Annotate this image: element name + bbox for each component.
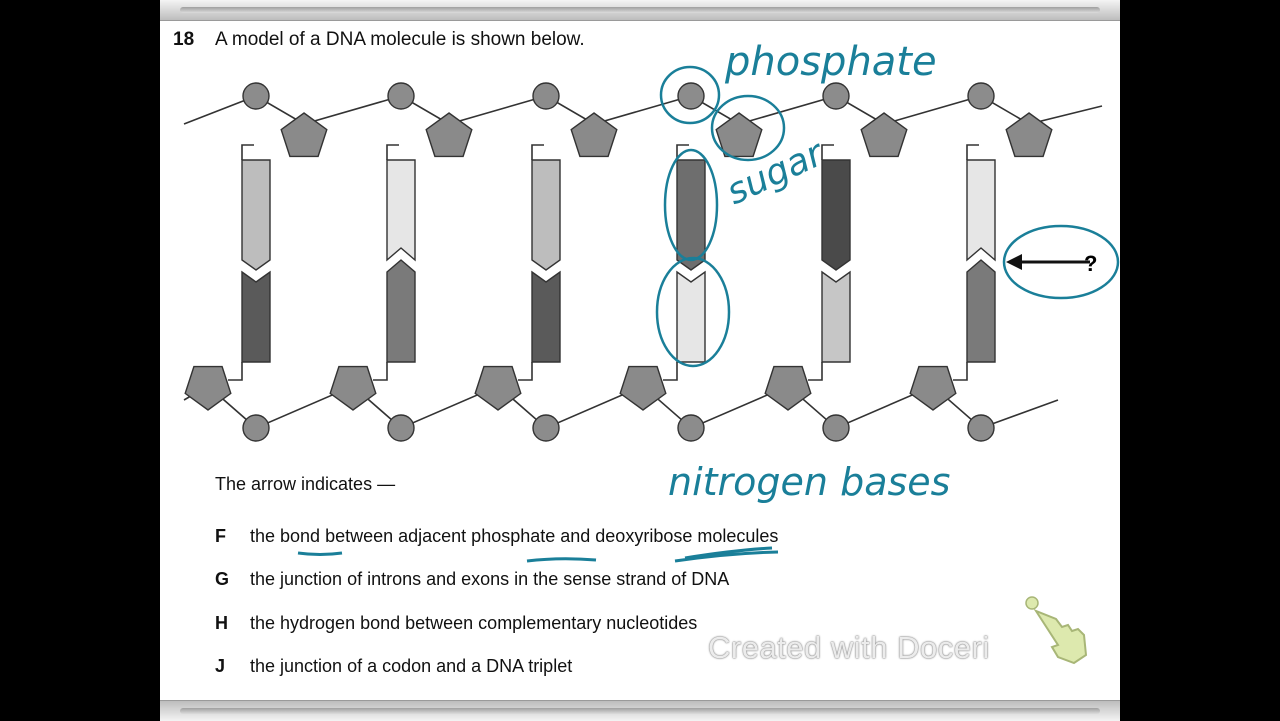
underline-bond: [298, 553, 342, 555]
phosphate-top-5: [823, 83, 849, 109]
sugar-linker: [532, 145, 544, 160]
phosphate-top-6: [968, 83, 994, 109]
option-letter: J: [215, 656, 250, 677]
base-top-2: [387, 160, 415, 260]
dna-diagram: ? phosphate sugar nitrogen bases: [160, 0, 1120, 720]
worksheet-page: 18 A model of a DNA molecule is shown be…: [160, 0, 1120, 720]
phosphate-bottom-4: [678, 415, 704, 441]
base-bottom-1: [242, 272, 270, 362]
base-top-4: [677, 160, 705, 270]
phosphate-bottom-2: [388, 415, 414, 441]
option-text: the hydrogen bond between complementary …: [250, 613, 697, 633]
question-arrow: ?: [1006, 251, 1097, 276]
sugar-linker: [518, 362, 532, 380]
question-prompt: The arrow indicates —: [215, 474, 395, 495]
sugar-linker: [387, 145, 399, 160]
sugar-bottom-4: [620, 367, 666, 410]
sugar-linker: [373, 362, 387, 380]
phosphate-top-2: [388, 83, 414, 109]
sugar-bottom-2: [330, 367, 376, 410]
base-top-6: [967, 160, 995, 260]
bottom-scrollbar[interactable]: [160, 700, 1120, 721]
base-bottom-4: [677, 272, 705, 362]
sugar-linker: [822, 145, 834, 160]
sugar-linker: [808, 362, 822, 380]
sugar-linker: [967, 145, 979, 160]
sugar-linker: [242, 145, 254, 160]
phosphate-bottom-3: [533, 415, 559, 441]
sugar-linker: [953, 362, 967, 380]
sugar-bottom-5: [765, 367, 811, 410]
phosphate-bottom-6: [968, 415, 994, 441]
sugar-linker: [663, 362, 677, 380]
option-text: the junction of introns and exons in the…: [250, 569, 729, 589]
phosphate-bottom-1: [243, 415, 269, 441]
base-top-3: [532, 160, 560, 270]
arrow-question-mark: ?: [1084, 251, 1097, 276]
phosphate-top-3: [533, 83, 559, 109]
base-top-5: [822, 160, 850, 270]
annotation-phosphate: phosphate: [724, 39, 937, 85]
base-bottom-3: [532, 272, 560, 362]
option-letter: H: [215, 613, 250, 634]
sugar-bottom-6: [910, 367, 956, 410]
phosphate-top-4: [678, 83, 704, 109]
underline-deoxyribose: [675, 548, 778, 561]
base-top-1: [242, 160, 270, 270]
base-bottom-5: [822, 272, 850, 362]
annotation-nitrogen-bases: nitrogen bases: [668, 460, 950, 504]
base-bottom-6: [967, 260, 995, 362]
base-bottom-2: [387, 260, 415, 362]
sugar-bottom-1: [185, 367, 231, 410]
sugar-bottom-3: [475, 367, 521, 410]
top-strand-line: [184, 96, 1102, 124]
phosphate-bottom-5: [823, 415, 849, 441]
doceri-watermark: Created with Doceri: [708, 630, 990, 666]
option-letter: F: [215, 526, 250, 547]
phosphate-top-1: [243, 83, 269, 109]
underline-phosphate: [527, 559, 596, 561]
option-text: the bond between adjacent phosphate and …: [250, 526, 778, 546]
option-letter: G: [215, 569, 250, 590]
option-text: the junction of a codon and a DNA triple…: [250, 656, 572, 676]
sugar-linker: [228, 362, 242, 380]
